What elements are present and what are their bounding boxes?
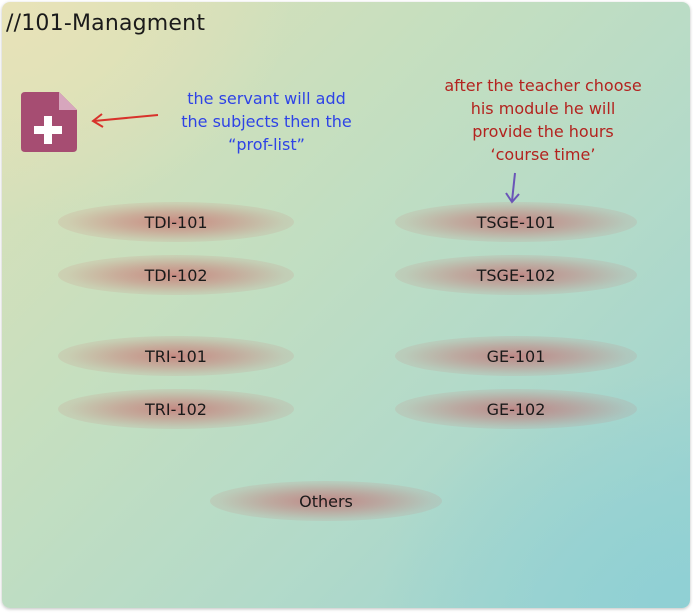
module-pill-others[interactable]: Others: [210, 481, 442, 521]
teacher-note-line: ‘course time’: [490, 145, 596, 164]
servant-note-line: the subjects then the: [181, 112, 352, 131]
teacher-note-line: after the teacher choose: [444, 76, 642, 95]
servant-note-line: “prof-list”: [228, 135, 305, 154]
servant-note: the servant will add the subjects then t…: [164, 87, 369, 156]
arrow-left-icon: [91, 113, 159, 128]
module-pill-tsge-101[interactable]: TSGE-101: [395, 202, 637, 242]
module-pill-tri-102[interactable]: TRI-102: [58, 389, 294, 429]
teacher-note: after the teacher choose his module he w…: [422, 74, 664, 166]
page-title: //101-Managment: [6, 11, 206, 36]
arrow-down-icon: [505, 172, 520, 204]
module-pill-tdi-102[interactable]: TDI-102: [58, 255, 294, 295]
teacher-note-line: provide the hours: [472, 122, 614, 141]
module-pill-tri-101[interactable]: TRI-101: [58, 336, 294, 376]
module-pill-ge-102[interactable]: GE-102: [395, 389, 637, 429]
module-pill-tsge-102[interactable]: TSGE-102: [395, 255, 637, 295]
module-pill-tdi-101[interactable]: TDI-101: [58, 202, 294, 242]
file-plus-icon[interactable]: [19, 90, 80, 154]
teacher-note-line: his module he will: [470, 99, 616, 118]
board-canvas: //101-Managment the servant will add the…: [2, 2, 690, 608]
servant-note-line: the servant will add: [187, 89, 346, 108]
module-pill-ge-101[interactable]: GE-101: [395, 336, 637, 376]
